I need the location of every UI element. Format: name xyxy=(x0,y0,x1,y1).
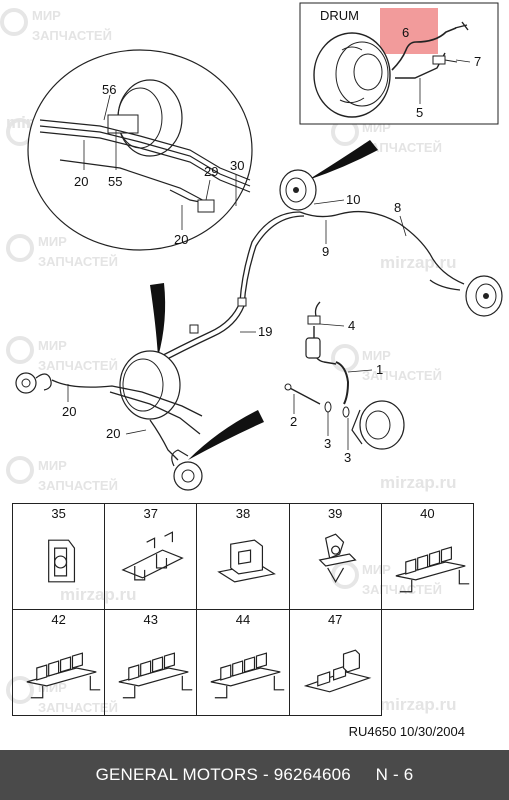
svg-text:МИР: МИР xyxy=(362,348,391,363)
svg-text:ЗАПЧАСТЕЙ: ЗАПЧАСТЕЙ xyxy=(362,368,442,383)
highlight-part-6 xyxy=(380,8,438,54)
parts-table-cell: 42 xyxy=(13,610,106,716)
four-pipe-clip-icon xyxy=(395,546,470,593)
svg-text:ЗАПЧАСТЕЙ: ЗАПЧАСТЕЙ xyxy=(38,254,118,269)
callout-20: 20 xyxy=(174,232,188,247)
footer-part-number: GENERAL MOTORS - 96264606 N - 6 xyxy=(95,765,414,784)
pointer-wedge xyxy=(150,283,166,357)
drum-inset: DRUM 6 7 5 xyxy=(299,2,499,125)
callout-19: 19 xyxy=(258,324,272,339)
pointer-wedge xyxy=(308,140,378,180)
four-pipe-clip-icon xyxy=(211,652,285,699)
parts-table-cell: 38 xyxy=(197,504,290,610)
part-number: 42 xyxy=(51,612,66,627)
callout-6: 6 xyxy=(402,25,409,40)
callout-7: 7 xyxy=(474,54,481,69)
parts-table-cell: 39 xyxy=(289,504,382,610)
svg-text:МИР: МИР xyxy=(38,338,67,353)
two-pipe-bracket-icon xyxy=(303,649,371,693)
callout-1: 1 xyxy=(376,362,383,377)
parts-table-cell: 44 xyxy=(197,610,290,716)
parts-table-cell: 35 xyxy=(13,504,106,610)
svg-text:ЗАПЧАСТЕЙ: ЗАПЧАСТЕЙ xyxy=(362,582,442,597)
svg-text:ЗАПЧАСТЕЙ: ЗАПЧАСТЕЙ xyxy=(32,28,112,43)
callout-5: 5 xyxy=(416,105,423,120)
clip-single-icon xyxy=(48,539,76,583)
watermark-site: mirzap.ru xyxy=(380,695,457,714)
watermark-logo: МИР ЗАПЧАСТЕЙ xyxy=(6,234,118,269)
svg-text:МИР: МИР xyxy=(362,562,391,577)
parts-table-cell: 40 xyxy=(381,504,474,610)
svg-text:ЗАПЧАСТЕЙ: ЗАПЧАСТЕЙ xyxy=(38,700,118,715)
callout-55: 55 xyxy=(108,174,122,189)
watermark-site: mirzap.ru xyxy=(380,473,457,492)
watermark-logo: МИР ЗАПЧАСТЕЙ xyxy=(6,456,118,493)
pointer-wedge xyxy=(188,410,264,460)
callout-3: 3 xyxy=(344,450,351,465)
document-reference: RU4650 10/30/2004 xyxy=(348,724,465,739)
main-brake-lines: 10 9 8 19 20 20 xyxy=(15,169,503,491)
watermark-site: mirzap.ru xyxy=(380,253,457,272)
bracket-clip-icon xyxy=(121,531,184,581)
watermark-logo: МИР ЗАПЧАСТЕЙ xyxy=(331,561,442,597)
watermark-logo: МИР ЗАПЧАСТЕЙ xyxy=(6,336,118,373)
caliper-hose-assembly: 4 1 2 3 3 xyxy=(284,301,405,465)
callout-3: 3 xyxy=(324,436,331,451)
callout-2: 2 xyxy=(290,414,297,429)
svg-text:ЗАПЧАСТЕЙ: ЗАПЧАСТЕЙ xyxy=(38,478,118,493)
part-number: 47 xyxy=(327,612,343,627)
part-number: 40 xyxy=(420,506,435,521)
parts-table: 35 37 38 39 40 42 43 44 47 xyxy=(12,503,474,716)
callout-9: 9 xyxy=(322,244,329,259)
callout-8: 8 xyxy=(394,200,401,215)
part-number: 38 xyxy=(235,506,251,521)
watermark-logo: МИР ЗАПЧАСТЕЙ xyxy=(0,8,112,43)
block-clip-icon xyxy=(217,539,277,583)
callout-20: 20 xyxy=(74,174,88,189)
watermark-site: mirzap.ru xyxy=(60,585,137,604)
svg-text:ЗАПЧАСТЕЙ: ЗАПЧАСТЕЙ xyxy=(38,358,118,373)
part-number: 39 xyxy=(327,506,343,521)
push-clip-icon xyxy=(318,533,357,584)
callout-56: 56 xyxy=(102,82,116,97)
svg-text:МИР: МИР xyxy=(38,458,67,473)
watermark-logo: МИР ЗАПЧАСТЕЙ xyxy=(331,118,442,155)
drum-label: DRUM xyxy=(320,8,359,23)
parts-table-cell: 37 xyxy=(105,504,198,610)
callout-29: 29 xyxy=(204,164,218,179)
part-number: 35 xyxy=(51,506,66,521)
four-pipe-clip-icon xyxy=(118,652,193,699)
callout-20: 20 xyxy=(106,426,120,441)
callout-30: 30 xyxy=(230,158,244,173)
parts-table-cell: 43 xyxy=(105,610,198,716)
part-number: 37 xyxy=(143,506,159,521)
svg-text:ЗАПЧАСТЕЙ: ЗАПЧАСТЕЙ xyxy=(362,140,442,155)
part-number: 43 xyxy=(143,612,159,627)
parts-table-empty-cell xyxy=(382,610,474,716)
svg-text:МИР: МИР xyxy=(38,234,67,249)
four-pipe-clip-icon xyxy=(26,652,101,699)
master-cylinder-detail: 56 55 20 20 29 30 xyxy=(27,49,253,251)
watermark-logo: МИР ЗАПЧАСТЕЙ xyxy=(331,344,442,383)
footer-bar: GENERAL MOTORS - 96264606 N - 6 xyxy=(0,750,509,800)
callout-10: 10 xyxy=(346,192,360,207)
part-number: 44 xyxy=(235,612,251,627)
svg-text:МИР: МИР xyxy=(32,8,61,23)
callout-20: 20 xyxy=(62,404,76,419)
callout-4: 4 xyxy=(348,318,355,333)
parts-table-cell: 47 xyxy=(289,610,382,716)
